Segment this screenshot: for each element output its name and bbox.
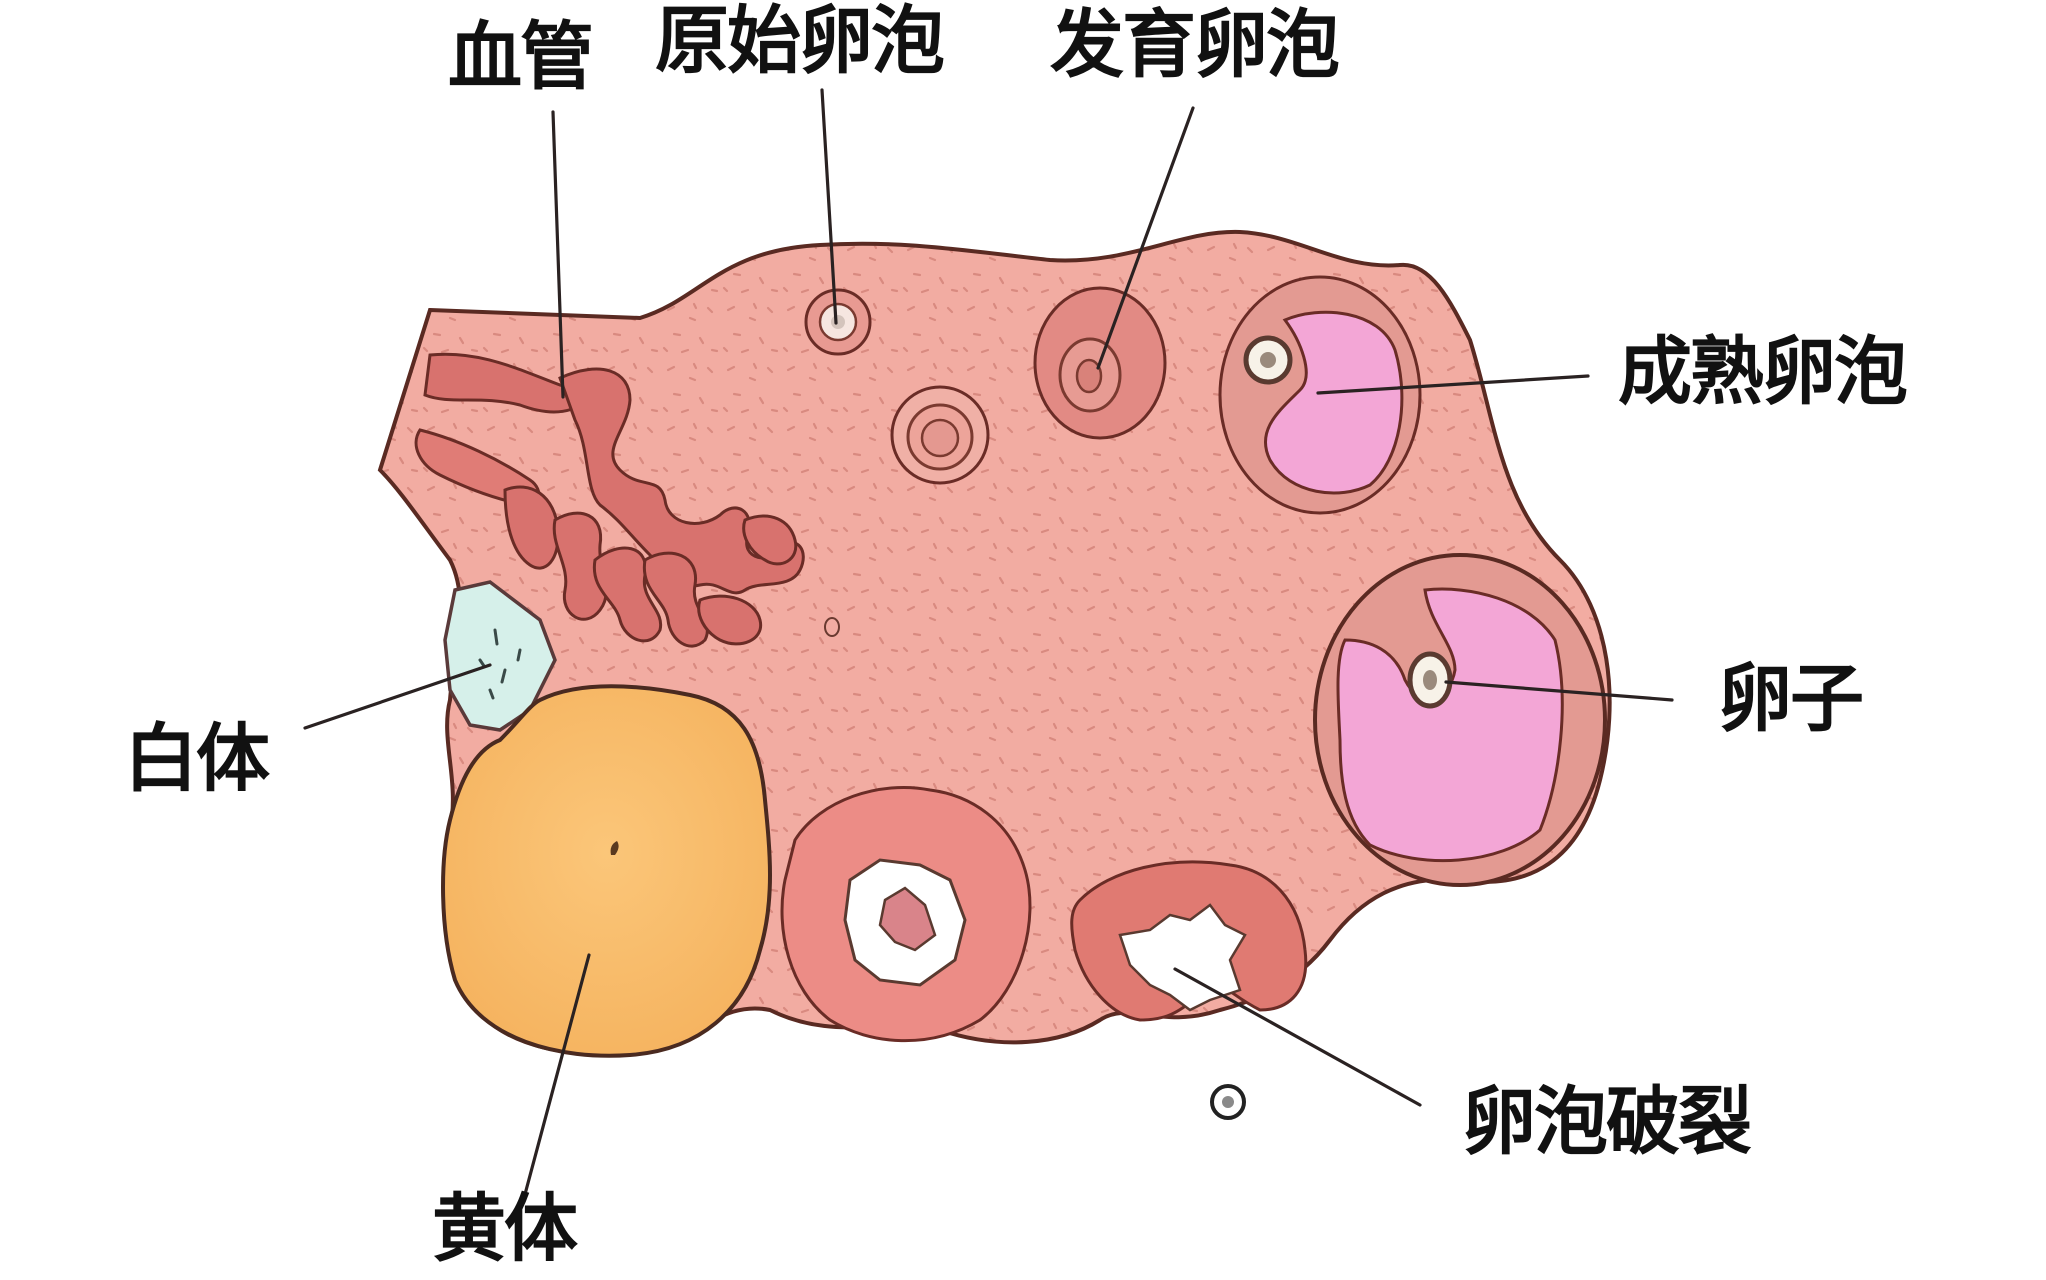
stray-oocyte-mark [824, 617, 840, 637]
label-ovum: 卵子 [1718, 656, 1864, 742]
label-corpus-albicans: 白体 [124, 716, 270, 802]
ruptured-follicle [1070, 860, 1308, 1022]
leader-corpus-albicans [303, 663, 492, 730]
leader-mature-follicle [1316, 374, 1590, 395]
mature-follicle-with-ovum [1313, 553, 1607, 887]
blood-vessels [414, 352, 805, 648]
leader-corpus-luteum [522, 953, 591, 1200]
label-mature-follicle: 成熟卵泡 [1618, 329, 1908, 415]
released-ovum [1210, 1084, 1246, 1120]
leader-blood-vessel [551, 110, 565, 399]
mature-follicle [1218, 275, 1422, 515]
leader-ovum [1444, 680, 1674, 702]
primordial-follicle-2 [890, 385, 990, 485]
leader-developing-follicle [1096, 106, 1195, 370]
corpus-albicans [443, 580, 557, 732]
leader-lines [303, 88, 1674, 1200]
label-blood-vessel: 血管 [448, 14, 594, 100]
label-developing-follicle: 发育卵泡 [1050, 2, 1340, 88]
leader-primordial-follicle [820, 88, 838, 325]
label-primordial-follicle: 原始卵泡 [655, 0, 945, 84]
label-corpus-luteum: 黄体 [432, 1186, 578, 1272]
primordial-follicle-1 [804, 288, 872, 356]
label-ruptured-follicle: 卵泡破裂 [1462, 1079, 1752, 1165]
leader-ruptured-follicle [1173, 967, 1422, 1107]
corpus-luteum [441, 684, 772, 1058]
atretic-follicle [780, 785, 1032, 1043]
